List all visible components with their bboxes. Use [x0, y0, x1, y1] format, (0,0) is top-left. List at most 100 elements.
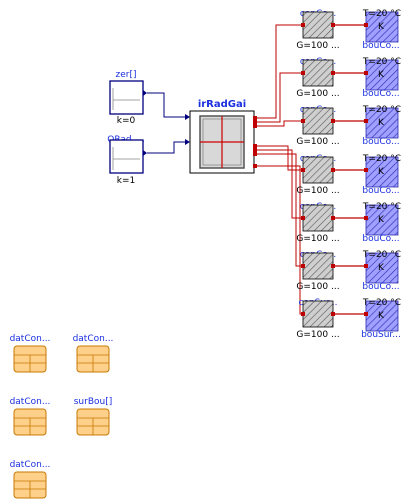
boundary-row[interactable]: T=20 °C KbouCo... [362, 250, 401, 292]
heat-port-icon[interactable] [364, 168, 368, 172]
heat-port-icon[interactable] [364, 119, 368, 123]
heat-wire [257, 153, 303, 267]
record-label: datCon... [10, 460, 51, 470]
source-param-zer: k=0 [117, 116, 136, 126]
conductor-param: G=100 ... [296, 41, 339, 51]
boundary-row[interactable]: T=20 °CKbouCo... [362, 57, 401, 99]
heat-port-icon[interactable] [253, 152, 257, 156]
boundary-row[interactable]: T=20 °CKbouCo... [362, 202, 401, 244]
boundary-unit: K [378, 215, 385, 225]
heat-port-icon[interactable] [331, 168, 335, 172]
heat-port-icon[interactable] [364, 71, 368, 75]
conductor-row[interactable]: conCo...G=100 ... [296, 9, 339, 51]
heat-wire [257, 120, 303, 127]
source-label-zer: zer[] [116, 70, 137, 80]
conductor-row[interactable]: conCo...G=100 ... [296, 57, 339, 99]
heat-port-icon[interactable] [301, 23, 305, 27]
conductor-icon [302, 300, 334, 328]
heat-port-icon[interactable] [253, 124, 257, 128]
heat-port-icon[interactable] [301, 312, 305, 316]
boundary-icon [365, 300, 399, 332]
boundary-label: bouCo... [362, 41, 399, 51]
conductor-icon [302, 107, 334, 135]
source-param-qrad: k=1 [117, 176, 135, 186]
conductor-icon [302, 252, 334, 280]
heat-port-icon[interactable] [331, 119, 335, 123]
heat-port-icon[interactable] [301, 119, 305, 123]
record-label: datCon... [10, 397, 51, 407]
central-label: irRadGai [198, 99, 246, 110]
boundary-row[interactable]: T=20 °C KbouCo... [362, 9, 401, 51]
boundary-row[interactable]: T=20 °CKbouCo... [362, 154, 401, 196]
heat-port-icon[interactable] [364, 23, 368, 27]
heat-port-icon[interactable] [364, 312, 368, 316]
record-label: datCon... [10, 334, 51, 344]
heat-port-icon[interactable] [364, 216, 368, 220]
heat-port-icon[interactable] [301, 216, 305, 220]
record-block[interactable]: surBou[] [74, 397, 113, 436]
heat-wire [257, 149, 303, 219]
boundary-row[interactable]: T=20 °CKbouSur... [361, 298, 401, 340]
connection-wires [147, 24, 366, 315]
heat-port-icon[interactable] [253, 116, 257, 120]
record-label: datCon... [73, 334, 114, 344]
heat-port-icon[interactable] [364, 264, 368, 268]
boundary-unit: K [378, 22, 385, 32]
boundary-param: T=20 °C [362, 154, 401, 164]
source-box-zer [109, 80, 144, 115]
boundary-param: T=20 °C [362, 9, 401, 19]
output-port-icon[interactable] [143, 90, 147, 96]
boundary-param: T=20 °C [362, 250, 401, 260]
boundary-row[interactable]: T=20 °CKbouCo... [362, 105, 401, 147]
boundary-icon [365, 204, 399, 236]
heat-port-icon[interactable] [253, 148, 257, 152]
source-block-qrad[interactable]: QRad_... k=1 [107, 135, 147, 186]
boundary-param: T=20 °C [362, 202, 401, 212]
boundary-label: bouCo... [362, 282, 399, 292]
record-label: surBou[] [74, 397, 113, 407]
central-block-irradgai[interactable]: irRadGai [185, 99, 255, 174]
heat-port-icon[interactable] [301, 264, 305, 268]
heat-port-icon[interactable] [253, 144, 257, 148]
boundary-unit: K [378, 263, 385, 273]
boundary-unit: K [378, 311, 385, 321]
record-block[interactable]: datCon... [10, 460, 51, 499]
conductor-row[interactable]: conCo...G=100 ... [296, 154, 339, 196]
signal-wire [147, 141, 185, 154]
boundary-label: bouCo... [362, 186, 399, 196]
input-port-icon[interactable] [185, 114, 190, 120]
signal-wire [147, 92, 185, 118]
boundary-unit: K [378, 118, 385, 128]
conductor-param: G=100 ... [296, 282, 339, 292]
heat-port-icon[interactable] [253, 164, 257, 168]
heat-port-icon[interactable] [253, 120, 257, 124]
heat-wire [257, 24, 303, 119]
conductor-row[interactable]: conCo...G=100 ... [296, 202, 339, 244]
heat-port-icon[interactable] [331, 312, 335, 316]
heat-port-icon[interactable] [331, 264, 335, 268]
record-block[interactable]: datCon... [73, 334, 114, 373]
input-port-icon[interactable] [185, 139, 190, 145]
conductor-param: G=100 ... [296, 137, 339, 147]
heat-port-icon[interactable] [331, 216, 335, 220]
output-port-icon[interactable] [143, 150, 147, 156]
heat-port-icon[interactable] [331, 23, 335, 27]
boundary-label: bouSur... [361, 330, 401, 340]
heat-port-icon[interactable] [331, 71, 335, 75]
boundary-icon [365, 156, 399, 188]
boundary-icon [365, 252, 399, 284]
heat-port-icon[interactable] [301, 168, 305, 172]
heat-port-icon[interactable] [301, 71, 305, 75]
conductor-row[interactable]: conCo...G=100 ... [296, 250, 339, 292]
source-block-zer[interactable]: zer[] k=0 [109, 70, 147, 126]
conductor-param: G=100 ... [296, 186, 339, 196]
boundary-icon [365, 107, 399, 139]
conductor-row[interactable]: conCo...G=100 ... [296, 105, 339, 147]
record-blocks: datCon... datCon... datCon... surBou[] datCo… [10, 334, 114, 499]
conductor-row[interactable]: conSur...G=100 ... [296, 298, 339, 340]
record-block[interactable]: datCon... [10, 334, 51, 373]
conductor-param: G=100 ... [296, 234, 339, 244]
source-box-qrad [109, 139, 144, 174]
record-block[interactable]: datCon... [10, 397, 51, 436]
boundary-icon [365, 11, 399, 43]
